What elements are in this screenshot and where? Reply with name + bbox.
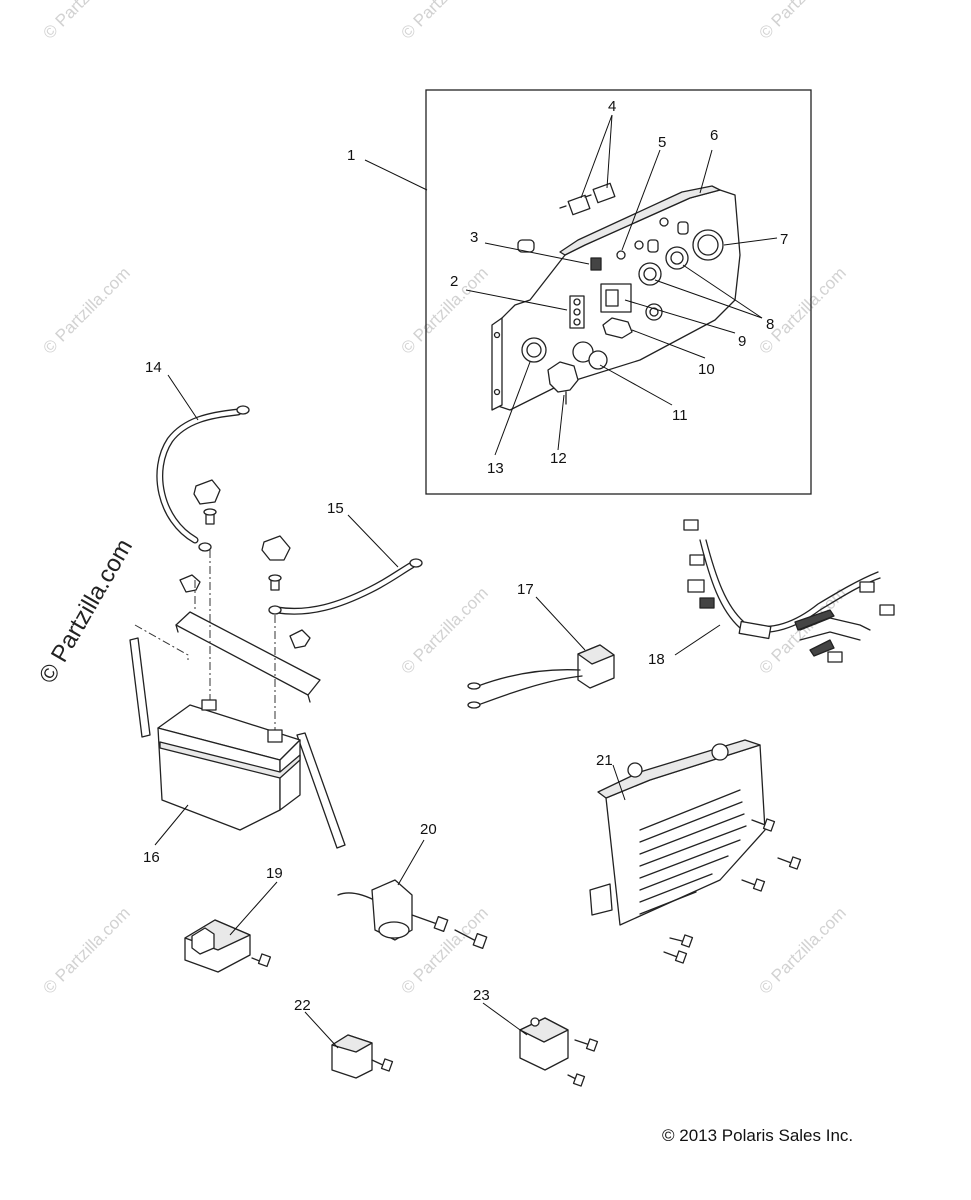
panel-bracket <box>491 317 503 411</box>
callout-number: 6 <box>710 127 718 144</box>
callout-number: 7 <box>780 231 788 248</box>
module-19 <box>184 919 272 973</box>
callout-number: 20 <box>420 821 437 838</box>
indicator-5 <box>616 250 626 260</box>
outlet-8 <box>638 262 662 286</box>
bracket-hole <box>493 388 501 396</box>
callout-number: 8 <box>766 316 774 333</box>
callout-number: 5 <box>658 134 666 151</box>
plug <box>517 239 535 253</box>
watermark: © Partzilla.com <box>397 263 491 357</box>
connector <box>809 639 835 657</box>
watermark: © Partzilla.com <box>397 583 491 677</box>
callout-number: 11 <box>672 407 688 424</box>
callout-number: 1 <box>347 147 355 164</box>
connector <box>879 604 895 616</box>
watermark: © Partzilla.com <box>39 263 133 357</box>
watermark-main: © Partzilla.com <box>34 534 138 688</box>
callouts: 1 2 3 4 5 6 7 8 9 10 11 12 13 14 15 16 1… <box>143 98 788 1014</box>
hold-down-bracket <box>175 611 321 696</box>
toggle-switches <box>559 182 616 216</box>
regulator-21 <box>589 739 766 926</box>
terminal-boot <box>261 535 291 561</box>
leader-lines <box>154 114 778 1049</box>
bracket-hole <box>493 331 501 339</box>
callout-number: 16 <box>143 849 160 866</box>
callout-number: 9 <box>738 333 746 350</box>
watermark: © Partzilla.com <box>39 903 133 997</box>
inset-frame <box>425 89 812 495</box>
callout-number: 23 <box>473 987 490 1004</box>
callout-number: 22 <box>294 997 311 1014</box>
connector <box>683 519 699 531</box>
watermark: © Partzilla.com <box>755 903 849 997</box>
connector <box>699 597 715 609</box>
knob-10 <box>602 317 633 339</box>
bracket-22 <box>331 1034 394 1079</box>
switch-3 <box>590 257 602 271</box>
callout-number: 17 <box>517 581 534 598</box>
copyright-text: © 2013 Polaris Sales Inc. <box>662 1126 853 1145</box>
outlet-8 <box>665 246 689 270</box>
connector <box>827 651 843 663</box>
watermark: © Partzilla.com <box>397 0 491 43</box>
connector <box>794 609 835 631</box>
battery-cable-15 <box>261 535 423 615</box>
button <box>645 303 663 321</box>
connector <box>687 579 705 593</box>
battery-straps <box>129 637 346 849</box>
relay-23 <box>519 1017 599 1087</box>
battery-cable-14 <box>156 405 250 552</box>
wing-nut <box>179 574 201 593</box>
callout-number: 21 <box>596 752 613 769</box>
key-switch-12 <box>547 361 579 393</box>
watermark: © Partzilla.com <box>39 0 133 43</box>
terminal-boot <box>193 479 221 505</box>
callout-number: 3 <box>470 229 478 246</box>
socket-13 <box>521 337 547 363</box>
screws-21 <box>663 818 802 964</box>
callout-number: 18 <box>648 651 665 668</box>
callout-number: 2 <box>450 273 458 290</box>
breaker-strip <box>569 295 585 329</box>
coil-20 <box>337 879 488 949</box>
watermark: © Partzilla.com <box>755 263 849 357</box>
relay-17 <box>467 644 615 709</box>
wiring-harness-18 <box>683 519 895 663</box>
callout-number: 15 <box>327 500 344 517</box>
watermark: © Partzilla.com <box>755 0 849 43</box>
connector <box>689 554 705 566</box>
wing-nut <box>289 629 311 649</box>
alignment-lines <box>134 550 276 730</box>
callout-number: 12 <box>550 450 567 467</box>
callout-number: 13 <box>487 460 504 477</box>
battery-16 <box>157 699 301 831</box>
panel-flange <box>559 185 721 256</box>
callout-number: 14 <box>145 359 162 376</box>
connector <box>859 581 875 593</box>
callout-number: 10 <box>698 361 715 378</box>
callout-number: 19 <box>266 865 283 882</box>
callout-number: 4 <box>608 98 616 115</box>
